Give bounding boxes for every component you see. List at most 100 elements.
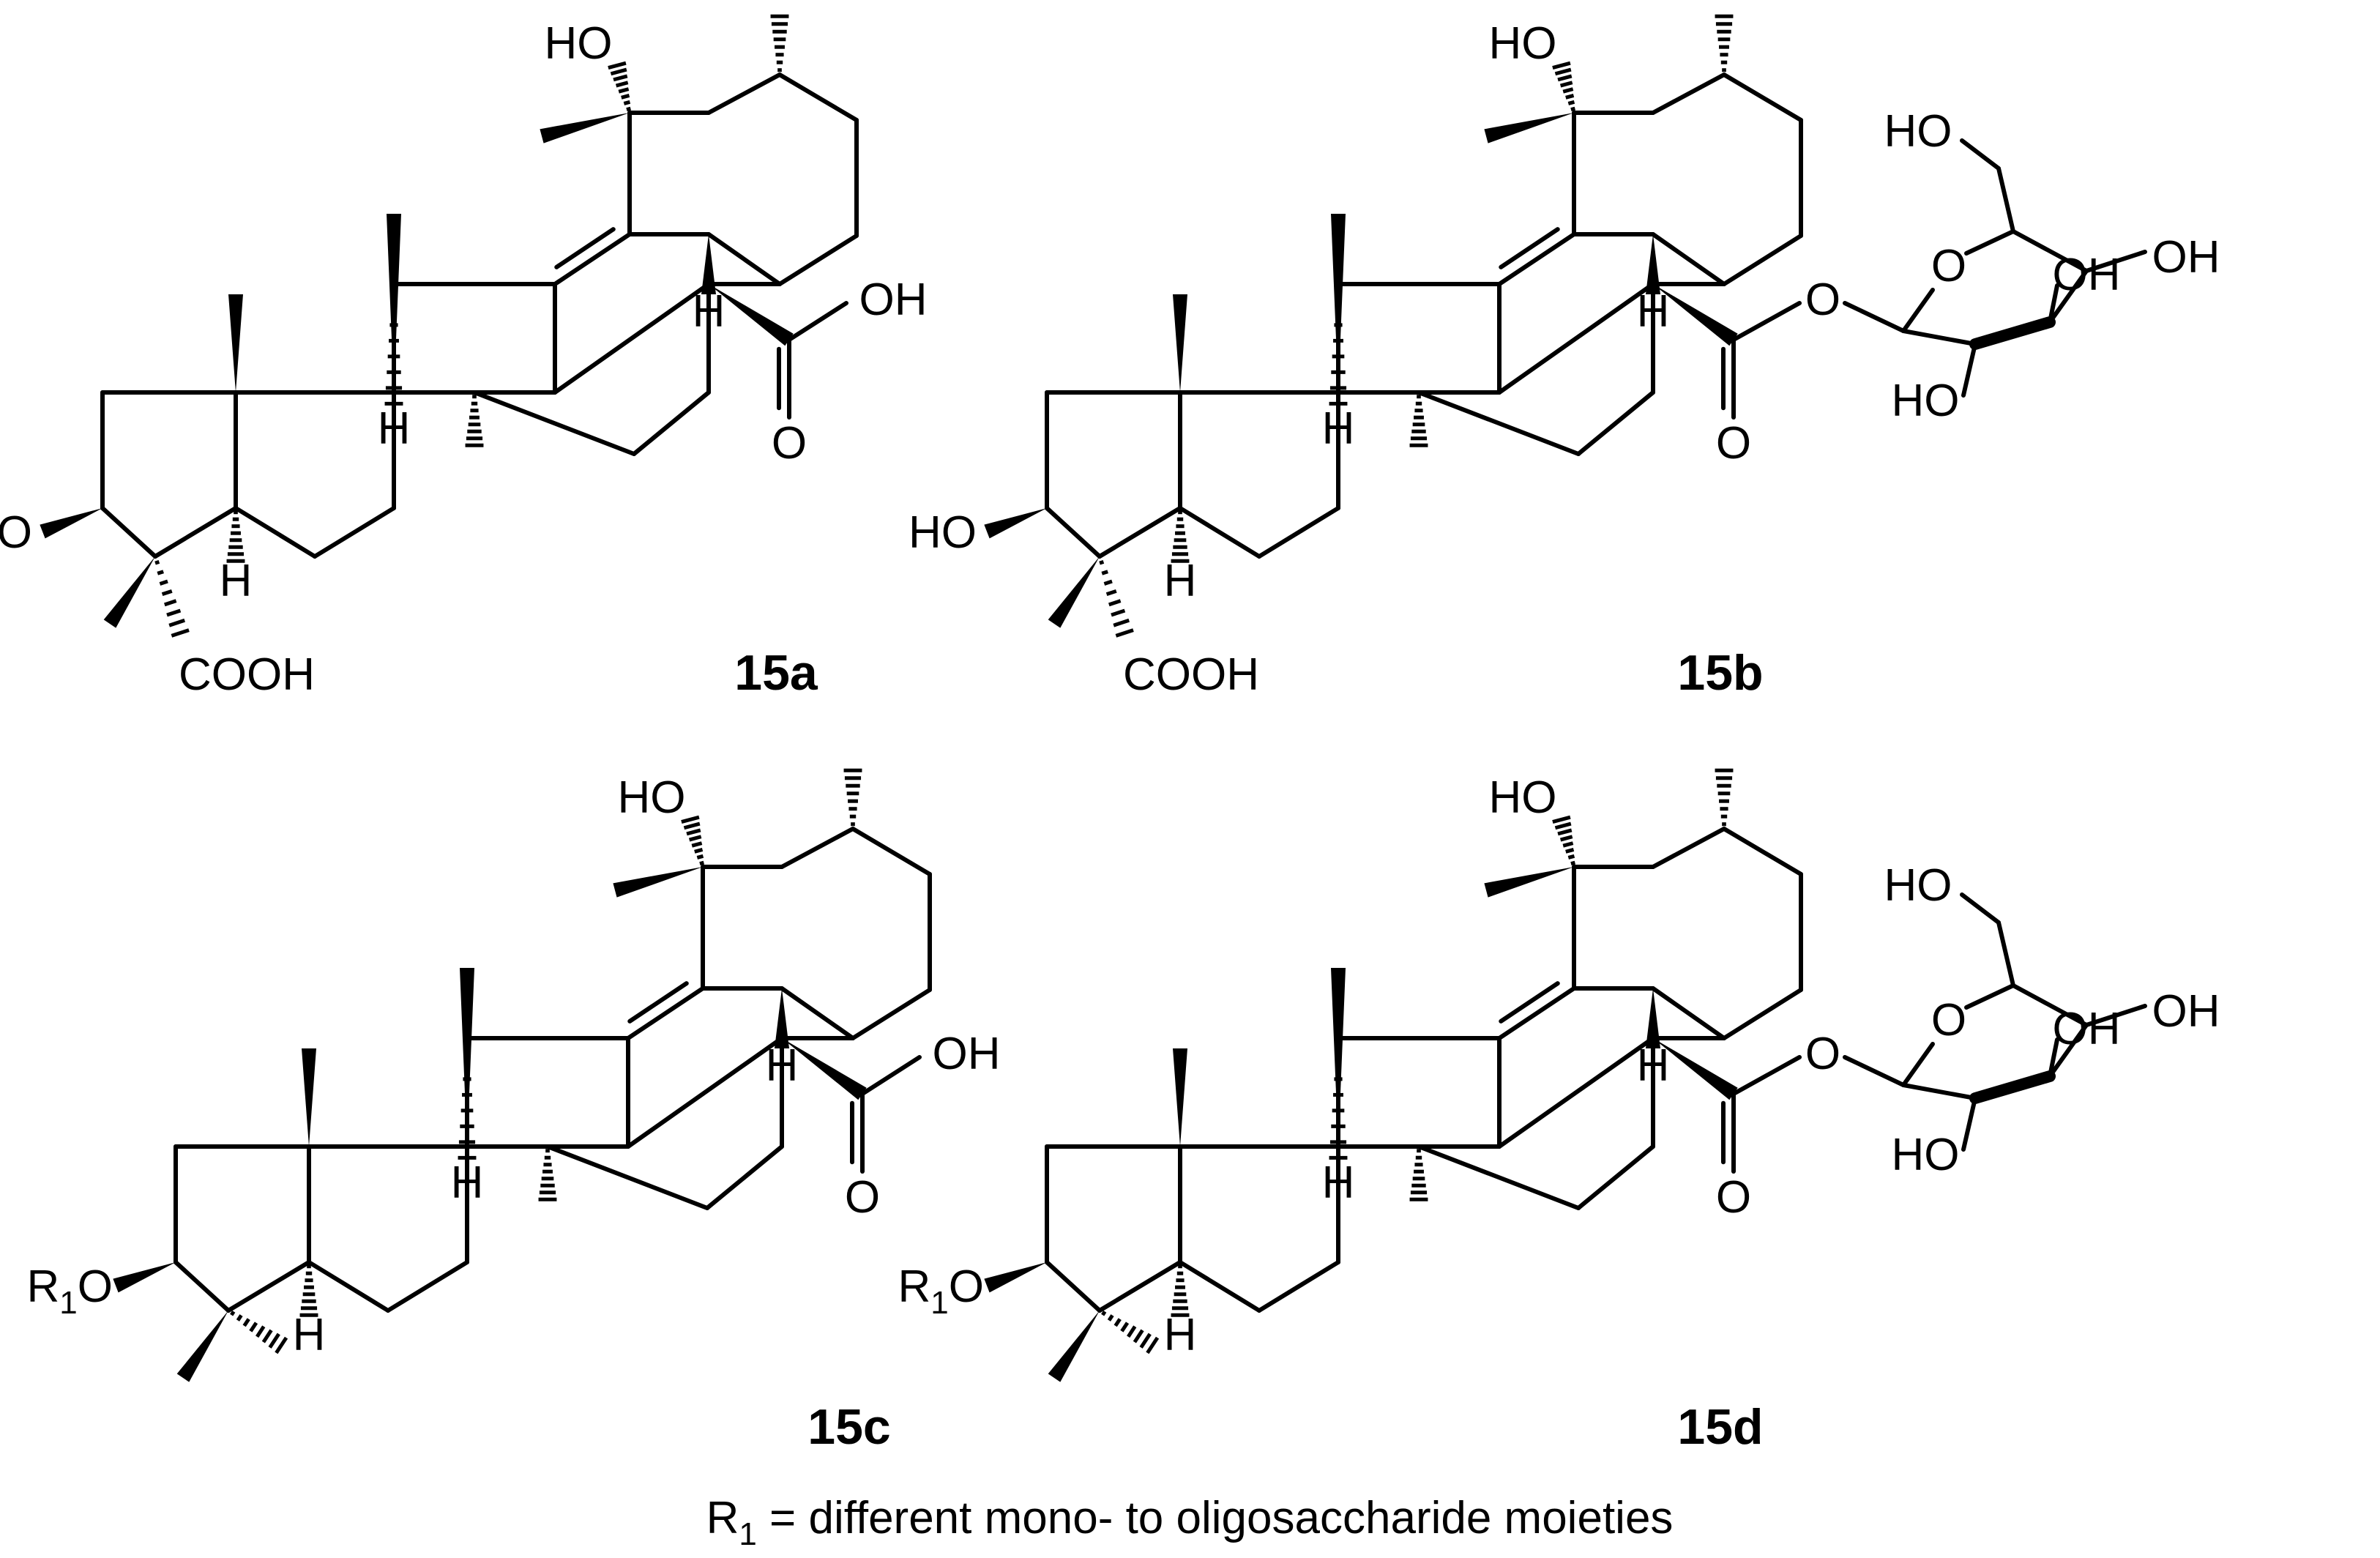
sugar-hydroxyl-bond — [2084, 250, 2147, 273]
methyl-hash — [1715, 14, 1734, 72]
ring-bond — [780, 827, 855, 869]
hash-stroke — [1562, 841, 1574, 848]
sugar-ring-bond — [2011, 229, 2089, 273]
hydrogen-hash — [299, 1264, 318, 1317]
hydroxymethyl-bond — [1960, 138, 2001, 171]
hydroxyl-hash — [608, 61, 632, 112]
hash-stroke — [1133, 1329, 1144, 1343]
hash-stroke — [618, 87, 630, 94]
c3-hydroxyl-label: HO — [909, 507, 977, 558]
ring-bond — [307, 1260, 390, 1313]
hydrogen-hash — [1329, 291, 1348, 406]
ring-bond — [632, 390, 711, 456]
hydrogen-hash — [1329, 1046, 1348, 1160]
methyl-wedge — [1331, 968, 1346, 1147]
c3-oxygen-wedge — [40, 508, 102, 539]
ring-bond — [1651, 72, 1726, 115]
ring-bond — [706, 72, 782, 115]
ring-bond — [851, 827, 932, 876]
hash-stroke — [691, 841, 703, 848]
hydrogen-label: H — [693, 286, 725, 337]
ring-bond — [1722, 72, 1803, 122]
hash-stroke — [1565, 94, 1575, 100]
ring-bond — [1722, 827, 1803, 876]
hash-stroke — [1552, 815, 1571, 824]
hash-stroke — [1562, 87, 1574, 94]
hash-stroke — [1108, 599, 1122, 607]
ring-bond — [1497, 282, 1655, 395]
methyl-hash — [770, 14, 789, 72]
carbonyl-oxygen-label: O — [1716, 1172, 1751, 1223]
hydrogen-hash — [226, 510, 245, 563]
hash-stroke — [1120, 1322, 1130, 1332]
methyl-hash — [1715, 768, 1734, 827]
hash-stroke — [268, 1332, 280, 1349]
hash-stroke — [1570, 860, 1576, 866]
ring-bond — [1257, 1260, 1340, 1313]
hash-stroke — [626, 106, 632, 112]
hydrogen-label: H — [451, 1158, 484, 1208]
hash-stroke — [1559, 835, 1573, 842]
hash-stroke — [1565, 848, 1575, 854]
hash-stroke — [166, 608, 182, 617]
carbonyl-wedge — [782, 1038, 867, 1100]
sugar-ring-bond — [2048, 269, 2089, 324]
hash-stroke — [168, 618, 186, 627]
hash-stroke — [1101, 570, 1108, 575]
sugar-hydroxyl-label: OH — [2053, 250, 2121, 300]
hash-stroke — [1557, 74, 1573, 82]
sugar-hydroxyl-bond — [2048, 283, 2059, 324]
hash-stroke — [1567, 854, 1575, 860]
hash-stroke — [1139, 1332, 1152, 1349]
ring-bond — [1722, 988, 1803, 1040]
acid-bond — [787, 301, 848, 342]
acid-bond — [860, 1055, 922, 1096]
hash-stroke — [1557, 828, 1573, 836]
compound-id-15b: 15b — [1677, 645, 1763, 701]
hydroxyl-hash — [1552, 815, 1576, 866]
hydrogen-label: H — [1164, 556, 1197, 606]
hash-stroke — [683, 821, 701, 830]
hash-stroke — [610, 67, 627, 76]
hydrogen-wedge — [775, 988, 789, 1048]
carbonyl-wedge — [1653, 284, 1738, 346]
hash-stroke — [157, 570, 164, 575]
hash-stroke — [236, 1314, 243, 1322]
hash-stroke — [1570, 106, 1576, 112]
ring-bond — [174, 1260, 231, 1313]
ring-bond — [313, 506, 396, 559]
carboxyl-hash — [1099, 559, 1134, 638]
ring-oxygen-label: O — [1931, 995, 1966, 1046]
carboxyl-hash — [154, 559, 190, 638]
hash-stroke — [686, 828, 701, 836]
hash-stroke — [1111, 608, 1126, 617]
ring-bond — [705, 1144, 784, 1210]
c3-hydroxyl-label: HO — [0, 507, 32, 558]
ring-bond — [1497, 232, 1576, 286]
c3-oxygen-wedge — [113, 1262, 176, 1293]
sugar-hydroxyl-label: HO — [1892, 1130, 1960, 1180]
sugar-ring-bond — [1901, 1083, 1977, 1100]
hash-stroke — [681, 815, 700, 824]
ring-bond — [1178, 1260, 1261, 1313]
sugar-hydroxyl-label: OH — [2053, 1004, 2121, 1054]
ring-bond — [234, 506, 317, 559]
hash-stroke — [1101, 1311, 1107, 1316]
sugar-hydroxyl-bond — [1961, 1096, 1977, 1152]
ring-bond — [1651, 986, 1726, 1040]
sugar-ring-bond — [1964, 229, 2015, 256]
sugar-hydroxyl-label: OH — [2152, 232, 2220, 283]
ring-bond — [777, 234, 859, 286]
hydrogen-label: H — [1322, 1158, 1355, 1208]
hash-stroke — [621, 94, 630, 100]
ring-bond — [545, 1144, 709, 1210]
hydrogen-label: H — [1322, 403, 1355, 454]
hydrogen-wedge — [701, 234, 716, 294]
sugar-ring-bond — [1964, 983, 2015, 1010]
methyl-wedge — [1484, 867, 1574, 898]
ring-bond — [226, 1260, 311, 1313]
methyl-hash — [843, 768, 862, 827]
methyl-wedge — [613, 867, 703, 898]
hash-stroke — [1099, 559, 1105, 565]
